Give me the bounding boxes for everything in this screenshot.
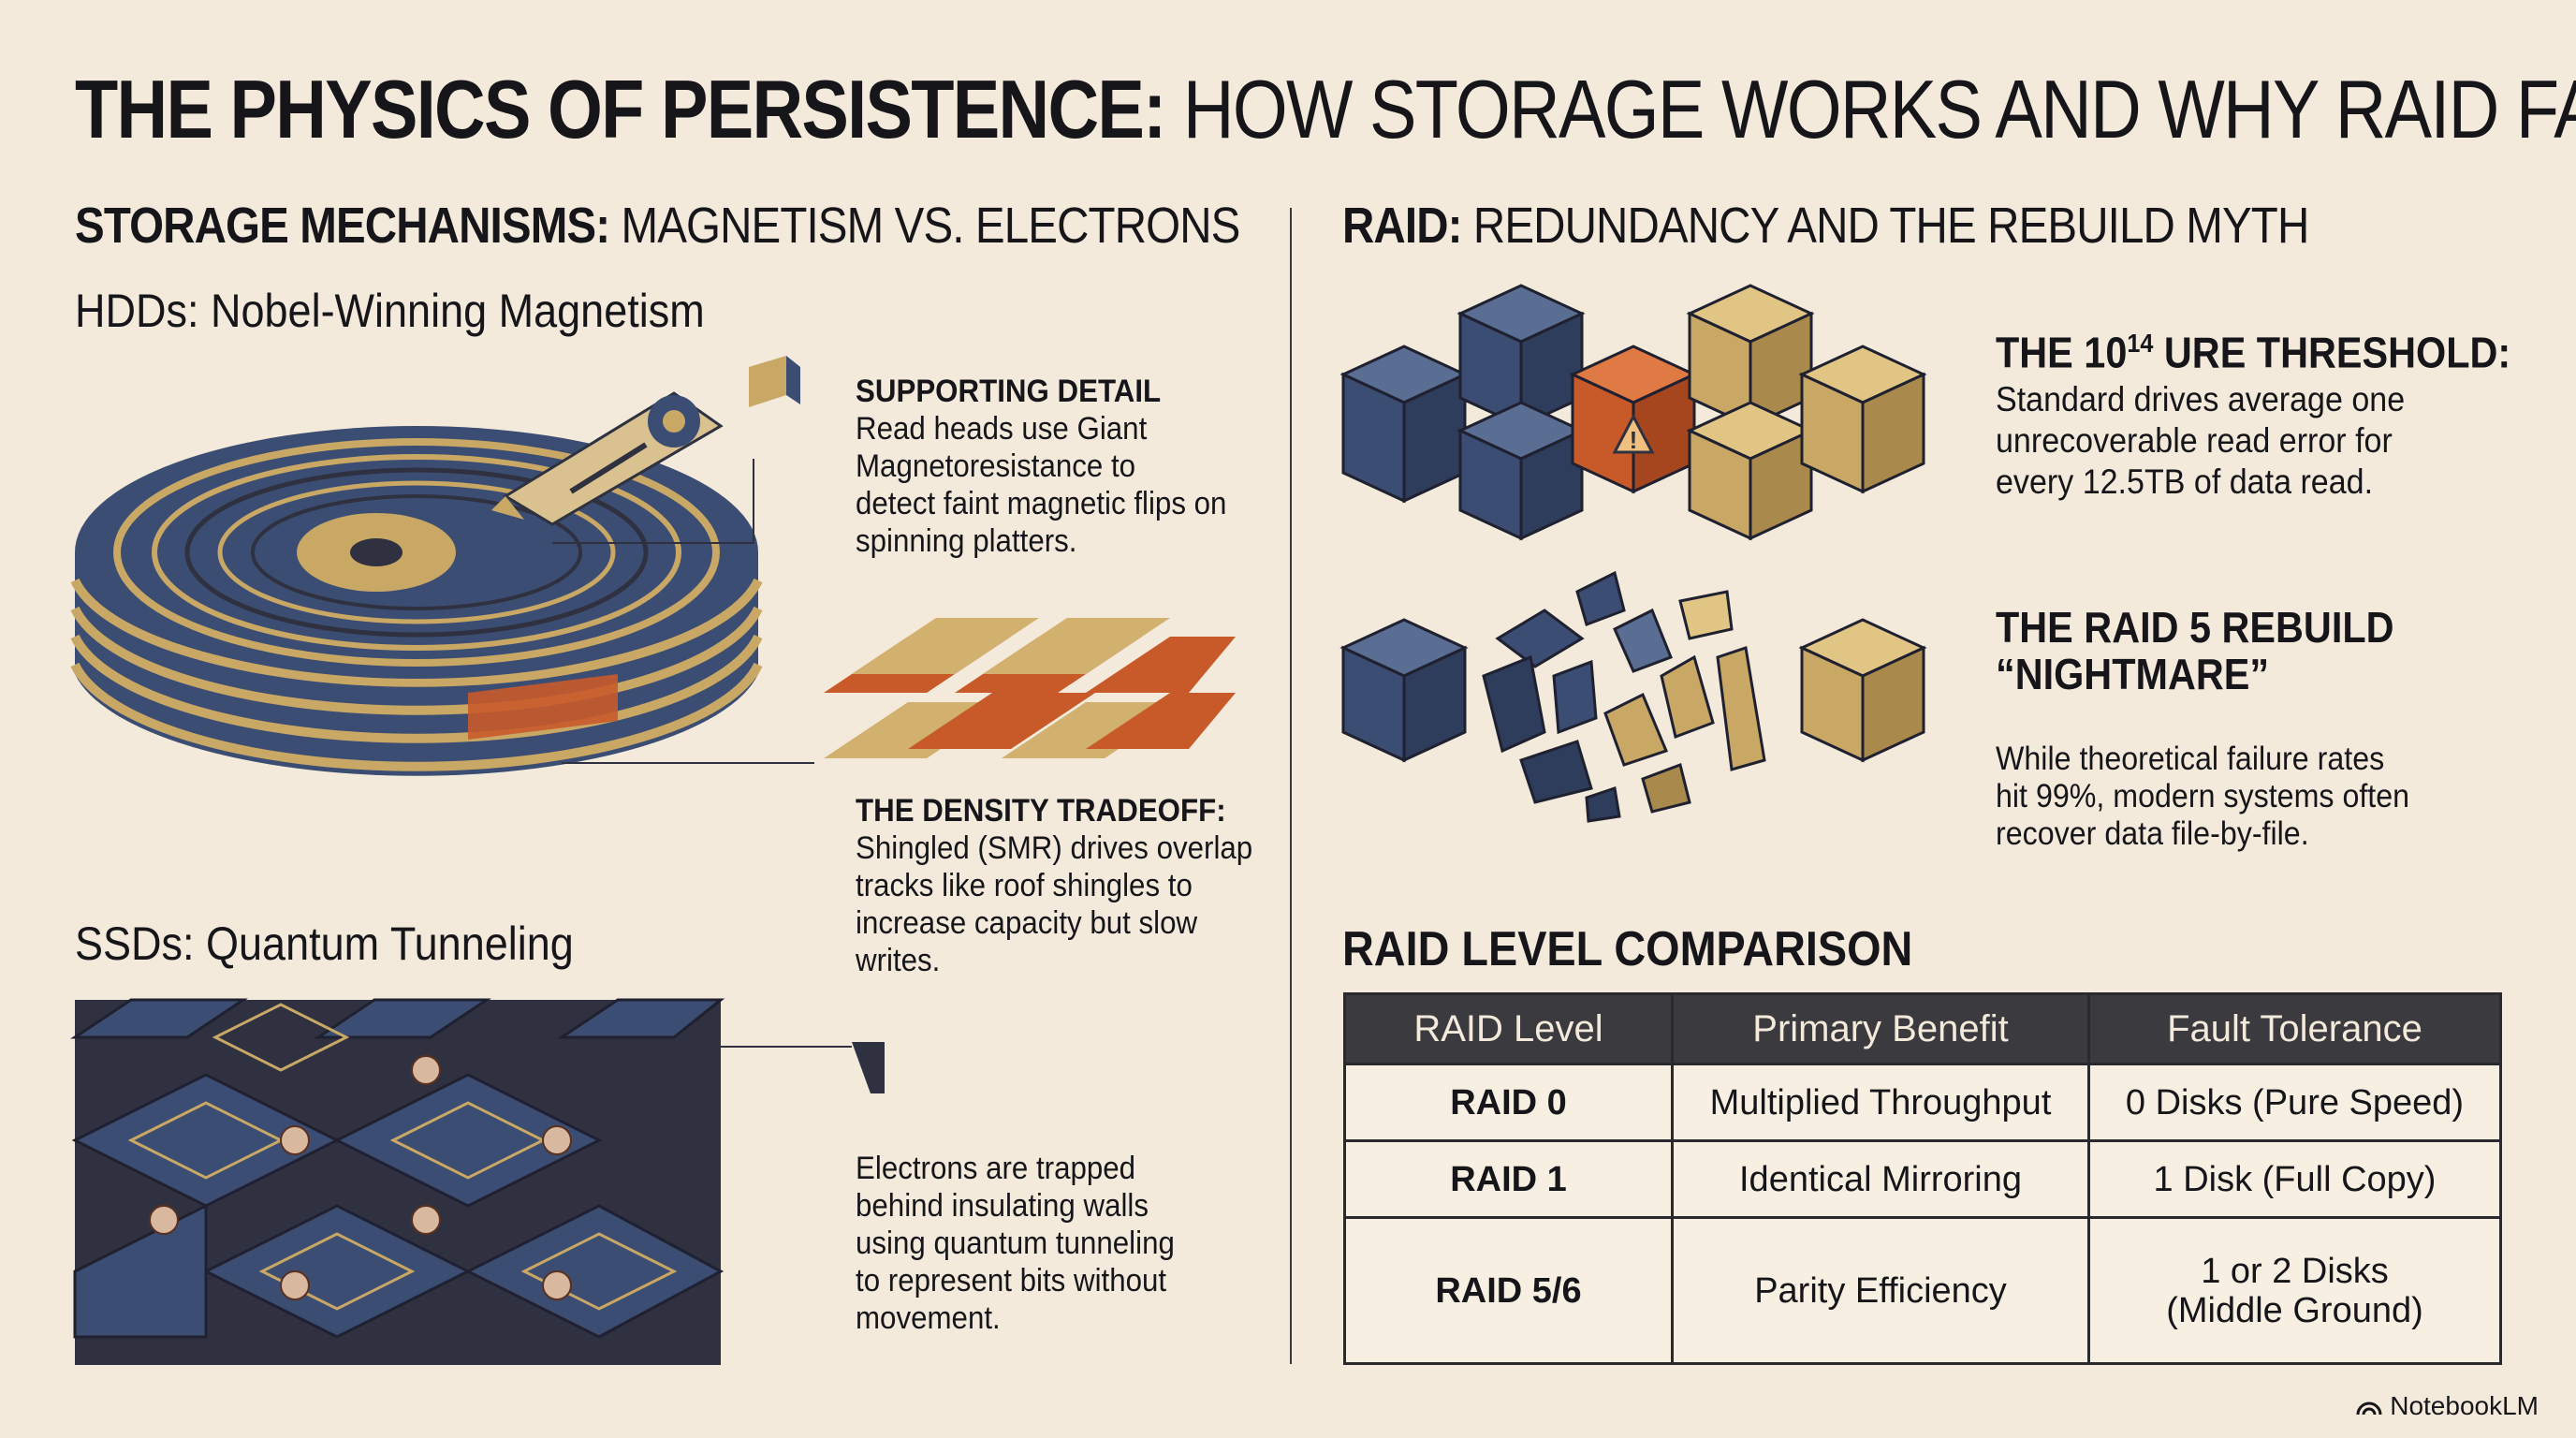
density-tradeoff-text: Shingled (SMR) drives overlap tracks lik… [856, 830, 1253, 978]
fault-tolerance-cell: 1 Disk (Full Copy) [2087, 1139, 2502, 1220]
density-tradeoff-callout: THE DENSITY TRADEOFF: Shingled (SMR) dri… [856, 792, 1287, 979]
rebuild-nightmare-callout: THE RAID 5 REBUILD “NIGHTMARE” While the… [1996, 604, 2446, 853]
raid-level-cell: RAID 5/6 [1343, 1216, 1674, 1365]
table-row: RAID 1 Identical Mirroring 1 Disk (Full … [1343, 1139, 2502, 1220]
table-header-row: RAID Level Primary Benefit Fault Toleran… [1343, 992, 2502, 1065]
supporting-detail-heading: SUPPORTING DETAIL [856, 374, 1162, 409]
ure-threshold-text: Standard drives average one unrecoverabl… [1996, 380, 2406, 502]
raid-heading: RAID: REDUNDANCY AND THE REBUILD MYTH [1342, 198, 2309, 254]
raid-level-cell: RAID 1 [1343, 1139, 1674, 1220]
storage-mechanisms-heading: STORAGE MECHANISMS: MAGNETISM VS. ELECTR… [75, 198, 1240, 254]
primary-benefit-cell: Parity Efficiency [1671, 1216, 2090, 1365]
raid-table-title: RAID LEVEL COMPARISON [1342, 922, 1913, 976]
raid-cubes-illustration: ! [1339, 284, 1927, 541]
fault-tolerance-cell: 0 Disks (Pure Speed) [2087, 1062, 2502, 1143]
branding-label: NotebookLM [2390, 1391, 2539, 1420]
rebuild-nightmare-title: THE RAID 5 REBUILD “NIGHTMARE” [1996, 603, 2394, 698]
column-header-primary-benefit: Primary Benefit [1671, 992, 2090, 1065]
ssd-explanation-text: Electrons are trapped behind insulating … [856, 1151, 1175, 1336]
page-title: THE PHYSICS OF PERSISTENCE: HOW STORAGE … [75, 63, 2576, 155]
supporting-detail-text: Read heads use Giant Magnetoresistance t… [856, 411, 1227, 559]
hdd-platter-illustration [70, 356, 800, 776]
column-header-fault-tolerance: Fault Tolerance [2087, 992, 2502, 1065]
ure-threshold-callout: THE 1014 URE THRESHOLD: Standard drives … [1996, 320, 2568, 503]
ssd-cells-illustration [70, 998, 885, 1365]
primary-benefit-cell: Identical Mirroring [1671, 1139, 2090, 1220]
notebooklm-logo-icon [2356, 1401, 2382, 1416]
column-header-raid-level: RAID Level [1343, 992, 1674, 1065]
column-divider [1290, 208, 1292, 1364]
raid-comparison-table: RAID Level Primary Benefit Fault Toleran… [1343, 992, 2502, 1365]
notebooklm-branding: NotebookLM [2356, 1391, 2539, 1421]
rebuild-nightmare-text: While theoretical failure rates hit 99%,… [1996, 741, 2410, 852]
raid-level-cell: RAID 0 [1343, 1062, 1674, 1143]
hdd-heading: HDDs: Nobel-Winning Magnetism [75, 285, 705, 337]
table-row: RAID 0 Multiplied Throughput 0 Disks (Pu… [1343, 1062, 2502, 1143]
table-row: RAID 5/6 Parity Efficiency 1 or 2 Disks … [1343, 1216, 2502, 1365]
smr-shingles-illustration [824, 618, 1236, 758]
density-tradeoff-heading: THE DENSITY TRADEOFF: [856, 793, 1226, 829]
density-connector [562, 762, 814, 764]
primary-benefit-cell: Multiplied Throughput [1671, 1062, 2090, 1143]
rebuild-shattered-illustration [1339, 570, 1927, 823]
ssd-heading: SSDs: Quantum Tunneling [75, 917, 574, 970]
svg-text:!: ! [1630, 426, 1638, 454]
ure-threshold-title: THE 1014 URE THRESHOLD: [1996, 328, 2511, 377]
fault-tolerance-cell: 1 or 2 Disks (Middle Ground) [2087, 1216, 2502, 1365]
supporting-detail-callout: SUPPORTING DETAIL Read heads use Giant M… [856, 373, 1259, 560]
